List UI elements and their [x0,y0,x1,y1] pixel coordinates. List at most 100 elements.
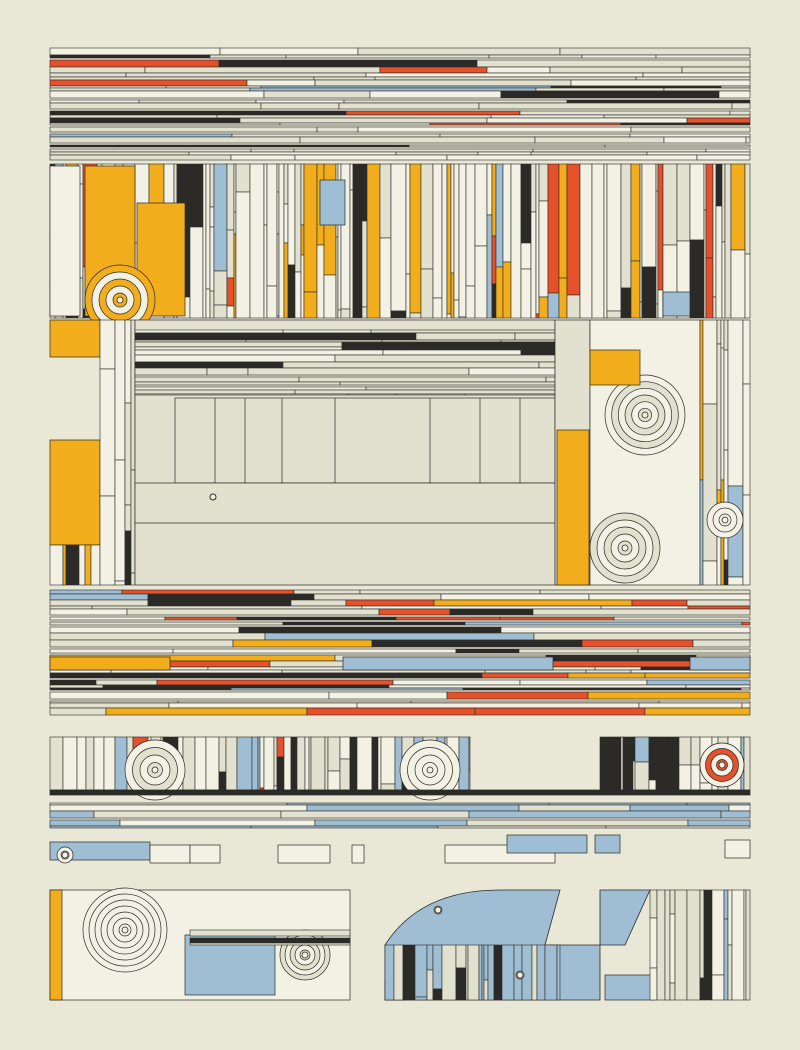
lower-band-stripe [49,626,240,634]
vertical-band-stripe [744,163,751,255]
mid-strip-stripe [743,736,751,791]
vertical-band-stripe [495,266,504,319]
lower-band-stripe [433,599,633,607]
bottom-blue-stripes-stripe [414,996,428,1001]
top-band-stripe [117,144,410,148]
thin-band-stripe [466,819,689,827]
mid-strip-stripe [458,736,470,791]
vertical-band-stripe [300,224,305,256]
thin-band-stripe [49,825,252,829]
lower-band-stripe [236,616,397,621]
vertical-band-stripe [235,163,251,193]
top-band-stripe [260,102,340,110]
lower-band-stripe [638,702,743,709]
lower-band-stripe [102,684,390,689]
mid-strip-stripe [655,736,669,791]
central-lines-stripe [514,332,556,341]
bottom-right-strip-stripe [745,889,751,1001]
top-band-stripe [49,90,265,99]
vertical-band-stripe [530,211,537,319]
vertical-band-stripe [205,163,211,290]
mid-strip-stripe [599,736,610,791]
top-band-stripe [49,110,347,116]
lower-band-stripe [484,669,587,674]
vertical-band-stripe [458,316,467,319]
central-lower [134,482,556,524]
lower-band-stripe [49,672,207,679]
thin-band-stripe [49,819,121,827]
lower-band-stripe [328,691,448,700]
node-icon-node [434,906,442,914]
vertical-band-stripe [641,266,657,319]
lower-band-stripe [49,589,123,595]
vertical-band-stripe [744,253,751,319]
top-band-stripe [357,47,561,56]
bottom-right-strip-stripe [669,913,676,984]
lower-band-stripe [371,639,583,648]
vertical-band-stripe [213,270,228,306]
lower-band-stripe [533,632,751,641]
frame-left-stripe [130,469,136,574]
lower-band-stripe [345,599,435,607]
top-band-stripe [49,133,233,138]
left-strip-stripe [78,544,86,586]
top-band-stripe [500,90,720,99]
mid-strip-stripe [468,736,471,771]
top-band-stripe [603,114,751,119]
top-band-stripe [534,136,665,144]
right-strip-stripe [699,319,704,481]
lower-band-stripe [49,684,104,689]
top-band-stripe [285,54,490,59]
mid-strip-stripe [218,771,227,791]
vertical-band-stripe [558,163,568,279]
bottom-right-strip-stripe [686,889,701,1001]
lower-band-stripe [49,621,284,626]
vertical-band-stripe [603,163,608,319]
thin-band-stripe [119,819,316,827]
vertical-band-stripe [361,220,368,308]
vertical-band-stripe [453,299,460,319]
vertical-band-stripe [535,163,540,315]
top-band-stripe [519,110,731,116]
top-band-stripe [231,133,441,138]
lower-band-stripe [741,702,751,709]
orange-block [49,319,101,358]
top-band-stripe [478,102,733,110]
top-band-stripe [49,76,315,81]
vertical-band-stripe [283,242,289,319]
lower-band-stripe [49,707,107,716]
lower-band-stripe [313,593,442,601]
central-lines-stripe [468,367,556,376]
lower-band-stripe [388,684,687,689]
thin-band-stripe [605,825,751,829]
frame-left-stripe [124,319,132,404]
frame-left-stripe [130,319,136,471]
vertical-band-stripe [591,163,605,319]
top-band-stripe [49,87,251,92]
lower-band-stripe [205,672,483,679]
top-band-stripe [294,154,448,161]
frame-left-stripe [99,319,116,370]
vertical-band-stripe [366,163,381,319]
lower-band-stripe [740,687,751,691]
orange-block [589,349,641,386]
top-band-stripe [395,151,479,156]
bottom-blue-stripes-stripe [483,979,489,1001]
central-lines-stripe [134,386,367,391]
top-band-stripe [49,102,262,110]
top-band-stripe [646,151,751,156]
right-strip-stripe [742,319,751,385]
bottom-blue-stripes-stripe [441,944,457,1001]
arc-motif-node [641,411,649,419]
mid-strip-stripe [273,785,278,791]
lower-band-stripe [147,599,292,607]
central-lines-stripe [341,346,404,351]
vertical-band-stripe [538,296,549,319]
orange-column [556,429,590,586]
mid-strip-stripe [690,736,701,766]
rule-line [49,789,751,796]
mid-strip-stripe [93,736,105,791]
lower-band-stripe [532,608,751,616]
top-band-stripe [745,136,751,144]
vertical-band-stripe [520,268,532,319]
